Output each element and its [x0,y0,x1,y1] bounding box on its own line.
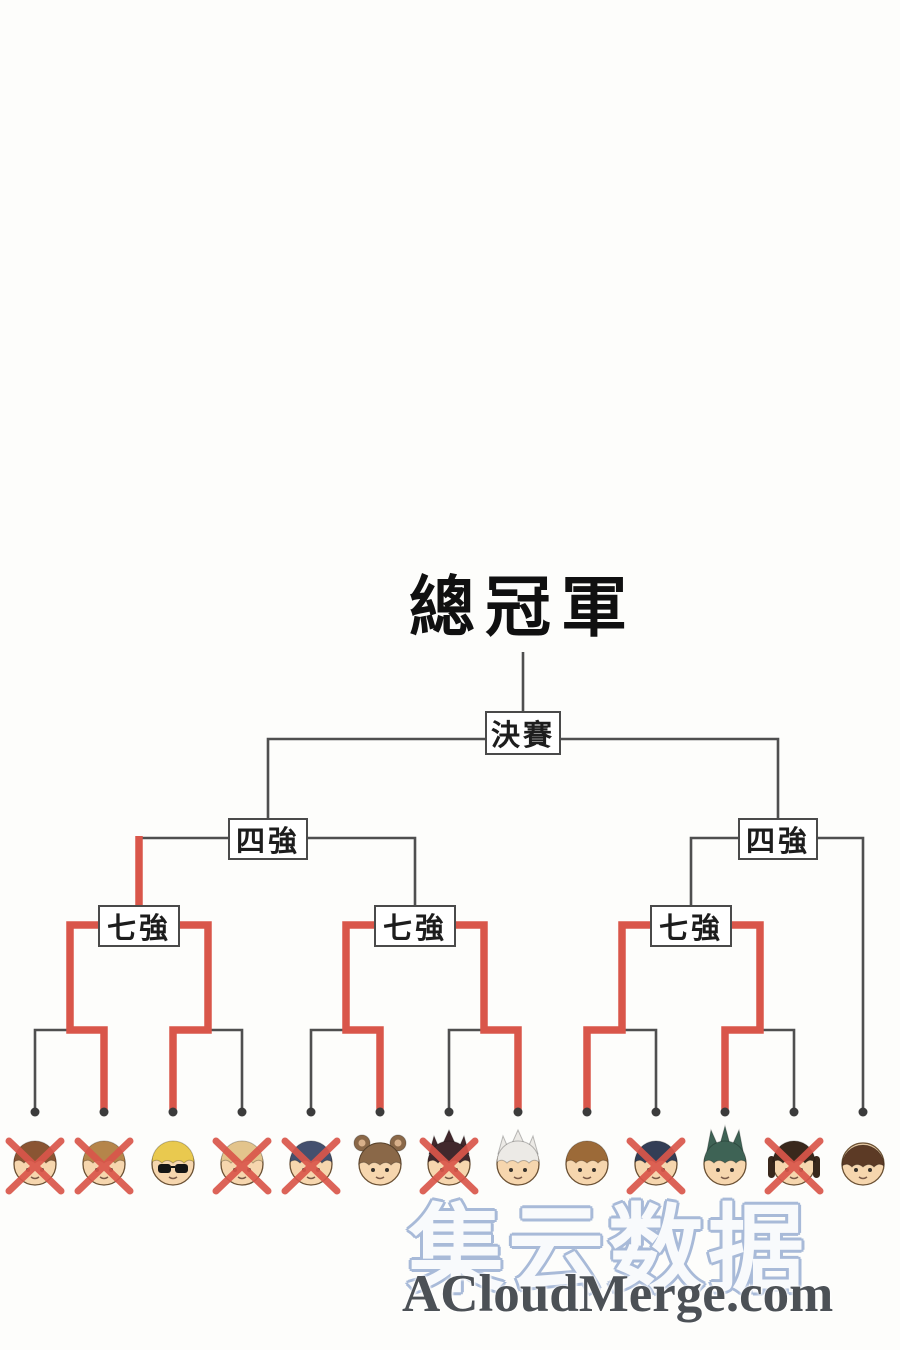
contestant-avatar [210,1124,274,1196]
elimination-cross [74,1137,134,1195]
winner-path-contestant-9 [583,921,650,1112]
contestant-dot [99,1107,109,1117]
winner-path-contestant-11 [721,921,764,1112]
contestant-dot [306,1107,316,1117]
contestant-dot [789,1107,799,1117]
line-pair-6 [723,1028,796,1112]
contestant-dot [168,1107,178,1117]
contestant-avatar [486,1124,550,1196]
top7-left-box: 七強 [98,905,180,947]
contestant-avatar [279,1124,343,1196]
top7-right-box: 七強 [650,905,732,947]
contestant-dot [513,1107,523,1117]
contestant-dot [375,1107,385,1117]
semifinal-right-label: 四強 [745,826,810,858]
champion-title: 總冠軍 [409,570,637,644]
line-pair-1 [33,1028,106,1112]
elimination-cross [5,1137,65,1195]
contestant-avatar [693,1124,757,1196]
semifinal-left-box: 四強 [228,818,308,860]
contestant-avatar [831,1124,895,1196]
contestant-avatar [762,1124,826,1196]
contestant-avatar [72,1124,136,1196]
contestant-dot [858,1107,868,1117]
elimination-cross [212,1137,272,1195]
elimination-cross [626,1137,686,1195]
elimination-cross [281,1137,341,1195]
contestant-avatar [141,1124,205,1196]
winner-path-contestant-8 [456,921,522,1112]
final-box: 決賽 [485,711,561,755]
top7-right-label: 七強 [658,913,723,945]
winner-path-contestant-2 [66,921,108,1112]
contestant-avatar [417,1124,481,1196]
winner-path-contestant-3 [169,921,212,1112]
elimination-cross [764,1137,824,1195]
line-pair-2 [171,1028,244,1112]
contestant-avatar [555,1124,619,1196]
top7-middle-box: 七強 [374,905,456,947]
final-label: 決賽 [490,720,555,752]
contestant-dot [30,1107,40,1117]
watermark-latin: ACloudMerge.com [402,1265,834,1323]
line-pair-5 [585,1028,658,1112]
semifinal-left-label: 四強 [235,826,300,858]
line-semifinal-right-arms-and-bye [689,836,865,1112]
contestant-avatar [3,1124,67,1196]
contestant-dot [444,1107,454,1117]
contestant-avatar [624,1124,688,1196]
top7-left-label: 七強 [106,913,171,945]
line-pair-3 [309,1028,382,1112]
contestant-avatar [348,1124,412,1196]
top7-middle-label: 七強 [382,913,447,945]
contestant-dot [720,1107,730,1117]
contestant-dot [582,1107,592,1117]
elimination-cross [419,1137,479,1195]
watermark-cjk: 集云数据 [408,1197,808,1304]
contestant-dot [651,1107,661,1117]
semifinal-right-box: 四強 [738,818,818,860]
winner-path-contestant-6 [342,921,384,1112]
line-pair-4 [447,1028,520,1112]
contestant-dot [237,1107,247,1117]
